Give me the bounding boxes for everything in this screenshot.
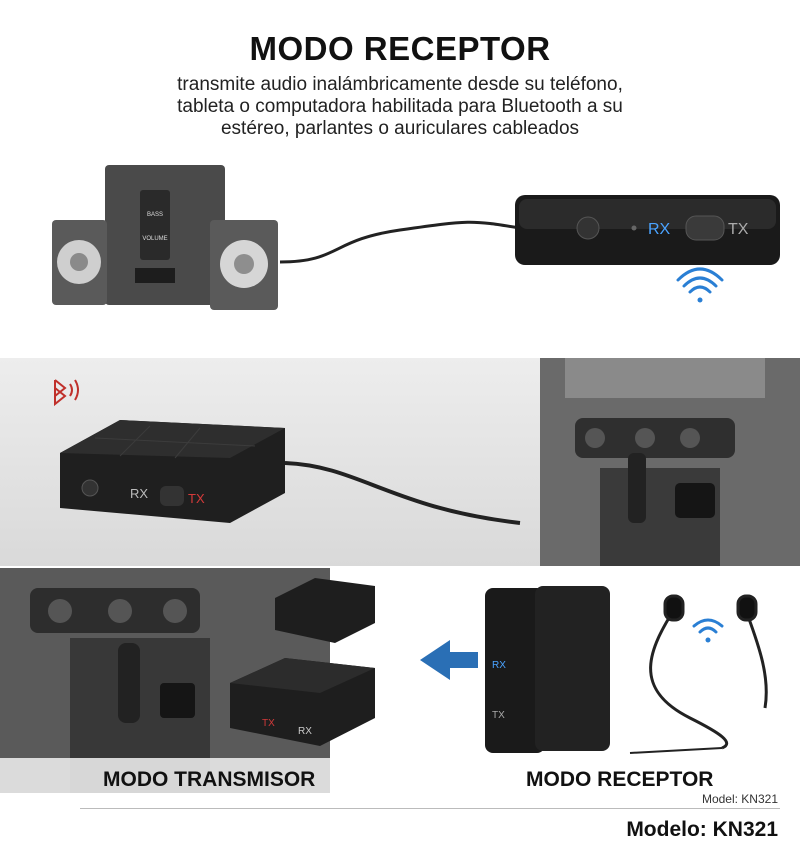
model-small-label: Model: KN321	[701, 792, 778, 806]
transmitter-devices-image: TX RX	[230, 578, 375, 746]
bluetooth-icon	[54, 379, 79, 407]
bass-label: BASS	[147, 212, 163, 218]
transmitter-device-image: RX TX	[60, 420, 285, 523]
receiver-device-image: RX TX	[515, 195, 780, 265]
tx-label-3: TX	[262, 718, 275, 729]
car-console-photo	[0, 568, 330, 793]
model-big-label: Modelo: KN321	[626, 818, 778, 841]
modes-composite: TX RX RX TX	[0, 568, 800, 793]
headphones-image	[629, 594, 768, 754]
device-and-car-panel: RX TX	[0, 358, 800, 566]
wireless-signal-icon	[676, 267, 724, 303]
rx-label: RX	[648, 221, 671, 238]
speaker-system-image: BASS VOLUME	[52, 165, 278, 310]
tx-label: TX	[728, 221, 749, 238]
rx-label-3: RX	[298, 726, 312, 737]
car-interior-photo	[540, 358, 800, 566]
page-subtitle: transmite audio inalámbricamente desde s…	[177, 74, 623, 139]
direction-arrow-icon	[420, 640, 478, 680]
receiver-devices-image: RX TX	[485, 586, 610, 753]
receiver-mode-label: MODO RECEPTOR	[526, 768, 714, 791]
rx-label-4: RX	[492, 660, 506, 671]
page-title: MODO RECEPTOR	[249, 30, 551, 67]
rx-label-2: RX	[130, 486, 148, 501]
volume-label: VOLUME	[142, 236, 167, 242]
headphones-wireless-icon	[692, 618, 724, 643]
divider	[80, 808, 780, 809]
receiver-mode-illustration: BASS VOLUME RX TX	[0, 150, 800, 350]
tx-label-2: TX	[188, 491, 205, 506]
tx-label-4: TX	[492, 710, 505, 721]
transmitter-mode-label: MODO TRANSMISOR	[103, 768, 316, 791]
